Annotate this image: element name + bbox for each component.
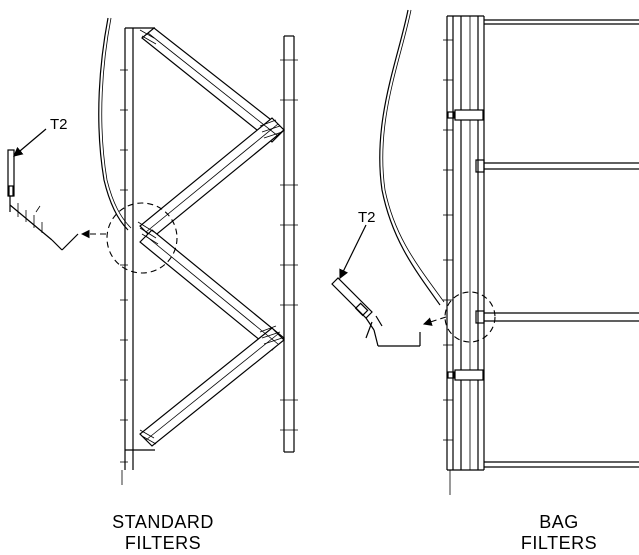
- standard-t2-leader: [13, 128, 47, 157]
- standard-front-rail: [280, 35, 298, 453]
- bag-detail-circle: [444, 291, 496, 343]
- bag-caption-line1: BAG: [539, 512, 579, 532]
- bag-t2-sensor: [331, 277, 421, 347]
- bag-caption-line2: FILTERS: [521, 533, 597, 553]
- standard-filters-diagram: T2 STANDARD FILTERS: [7, 17, 298, 553]
- standard-caption-line2: FILTERS: [125, 533, 201, 553]
- bag-filters-diagram: T2 BAG FILTERS: [331, 9, 639, 553]
- bag-t2-label: T2: [358, 209, 376, 226]
- standard-filter-panels: [137, 27, 285, 447]
- standard-t2-label: T2: [50, 116, 68, 133]
- standard-detail-circle: [106, 202, 178, 274]
- bag-detail-pointer: [422, 316, 447, 326]
- standard-sensor-wire: [98, 17, 129, 231]
- standard-t2-sensor: [7, 149, 79, 251]
- bag-pockets: [475, 19, 639, 468]
- standard-caption-line1: STANDARD: [112, 512, 214, 532]
- standard-rear-rail: [120, 27, 155, 485]
- bag-t2-leader: [339, 224, 367, 280]
- bag-sensor-wire: [379, 9, 441, 306]
- bag-frame: [443, 15, 485, 495]
